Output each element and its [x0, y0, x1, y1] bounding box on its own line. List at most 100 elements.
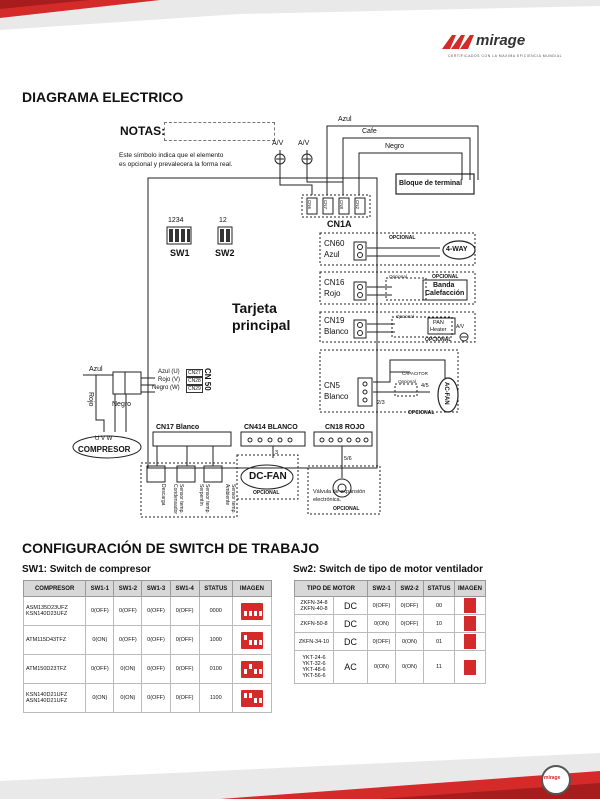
dip-switch-image — [464, 616, 476, 631]
brand-logo: mirage CERTIFICADOS CON LA MAXIMA EFICIE… — [438, 30, 578, 70]
sw2-pin-numbers: 12 — [219, 217, 227, 224]
model-name: ASN140D21UFZ — [26, 698, 68, 704]
switch-value: 0(ON) — [85, 683, 115, 713]
sw2-table-title: Sw2: Switch de tipo de motor ventilador — [293, 564, 484, 575]
model-name: ATM150D23TFZ — [26, 666, 67, 672]
switch-value: 0(OFF) — [141, 625, 171, 655]
ratio-label: 4/5 — [421, 383, 429, 389]
dip-switch-image — [240, 689, 263, 707]
notas-box — [164, 122, 275, 141]
capacitor-label: CAPACITOR — [402, 371, 428, 376]
wire-label-cafe: Cafe — [362, 128, 377, 135]
board-label-line-2: principal — [232, 317, 291, 333]
switch-value: 0(ON) — [395, 650, 424, 684]
sw1-pin-numbers: 1234 — [168, 217, 184, 224]
cn60-label: CN60 — [324, 239, 345, 248]
switch-value: 0(OFF) — [113, 596, 143, 626]
dip-switch-image — [240, 602, 263, 620]
table-row: ATM115D43TFZ 0(ON) 0(OFF) 0(OFF) 0(OFF) … — [22, 625, 273, 655]
switch-value: 0(ON) — [395, 632, 424, 651]
switch-value: 0(OFF) — [395, 614, 424, 633]
motor-type: AC — [333, 650, 368, 684]
wire-label-negro: Negro — [385, 143, 405, 150]
opcional-small: Opcional — [396, 314, 414, 319]
switch-value: 0(OFF) — [113, 625, 143, 655]
dc-fan-label: DC-FAN — [249, 471, 287, 482]
main-board-outline — [147, 177, 378, 469]
cn28-wire-label: Rojo (V) — [158, 377, 181, 383]
table-row: ATM150D23TFZ 0(OFF) 0(ON) 0(OFF) 0(OFF) … — [22, 654, 273, 684]
sw2-header-cell: TIPO DE MOTOR — [294, 580, 368, 597]
uvw-label: U V W — [95, 436, 113, 442]
sw1-header-cell: COMPRESOR — [22, 580, 87, 597]
switch-value: 0(OFF) — [169, 596, 200, 626]
cn1a-label: CN1A — [327, 219, 352, 229]
dip-switch-image — [464, 634, 476, 649]
status-value: 11 — [423, 650, 455, 684]
status-value: 10 — [423, 614, 455, 633]
opcional-tag: OPCIONAL — [333, 506, 360, 512]
switch-value: 0(OFF) — [169, 683, 200, 713]
diagram-title: DIAGRAMA ELECTRICO — [22, 89, 184, 105]
motor-type: DC — [333, 596, 368, 615]
motor-type: DC — [333, 632, 368, 651]
status-value: 1000 — [198, 625, 233, 655]
wiring-diagram — [72, 125, 479, 518]
brand-name: mirage — [476, 32, 526, 49]
note-line-1: Este símbolo indica que el elemento — [119, 152, 224, 159]
sw1-header-cell: STATUS — [198, 580, 233, 597]
pan-label-2: Heater — [430, 327, 447, 333]
status-value: 0000 — [198, 596, 233, 626]
cn28-label: CN28 — [186, 377, 203, 385]
header-band — [0, 0, 600, 30]
cn19-label: CN19 — [324, 316, 345, 325]
dip-switch-image — [464, 659, 476, 675]
cn18-label: CN18 ROJO — [325, 424, 365, 431]
cn16-color: Rojo — [324, 289, 341, 298]
model-name: YKT-48-6 — [302, 667, 326, 673]
model-name: ZKFN-34-10 — [298, 638, 330, 645]
table-row: ZKFN-50-8 DC 0(ON) 0(OFF) 10 — [294, 614, 486, 633]
switch-value: 0(ON) — [113, 683, 143, 713]
switch-value: 0(OFF) — [141, 596, 171, 626]
cn1a-pin-label: CN7 — [323, 200, 328, 210]
sw1-table-title: SW1: Switch de compresor — [22, 564, 151, 575]
switch-value: 0(OFF) — [141, 683, 171, 713]
cn1a-pin-label: CN2 — [355, 200, 360, 210]
switch-value: 0(ON) — [85, 625, 115, 655]
cn60-color: Azul — [324, 250, 340, 259]
left-wire-negro: Negro — [112, 401, 132, 408]
wire-label-azul: Azul — [338, 116, 352, 123]
switch-value: 0(OFF) — [395, 596, 424, 615]
opcional-tag: OPCIONAL — [408, 410, 435, 416]
sw1-header-cell: SW1-4 — [169, 580, 200, 597]
ratio-label: 3 — [275, 450, 279, 456]
model-name: YKT-24-6 — [302, 655, 326, 661]
cn5-label: CN5 — [324, 381, 341, 390]
cn27-wire-label: Azul (U) — [158, 369, 180, 375]
compresor-label: COMPRESOR — [78, 445, 131, 454]
note-line-2: es opcional y prevalecera la forma real. — [119, 161, 233, 168]
status-value: 0100 — [198, 654, 233, 684]
board-label-line-1: Tarjeta — [232, 300, 277, 316]
sw2-table: TIPO DE MOTOR SW2-1 SW2-2 STATUS IMAGEN … — [294, 580, 486, 684]
sensor-label: Sensor temp. Condensador — [172, 484, 184, 515]
valvula-label-1: Válvula de expansión — [313, 489, 366, 495]
cn16-label: CN16 — [324, 278, 345, 287]
sw1-table: COMPRESOR SW1-1 SW1-2 SW1-3 SW1-4 STATUS… — [22, 580, 273, 713]
table-row: ZKFN-34-10 DC 0(OFF) 0(ON) 01 — [294, 632, 486, 651]
cn1a-pin-label: CN8 — [339, 200, 344, 210]
footer-band — [0, 753, 600, 799]
status-value: 00 — [423, 596, 455, 615]
logo-mark-icon — [442, 35, 474, 49]
banda-label-2: Calefacción — [425, 290, 465, 297]
sw2-label: SW2 — [215, 248, 235, 258]
model-name: ZKFN-50-8 — [300, 620, 328, 627]
opcional-tag: OPCIONAL — [253, 490, 280, 496]
model-name: YKT-32-6 — [302, 661, 326, 667]
switch-value: 0(OFF) — [169, 654, 200, 684]
sw2-header-cell: SW2-1 — [367, 580, 396, 597]
switch-value: 0(OFF) — [169, 625, 200, 655]
